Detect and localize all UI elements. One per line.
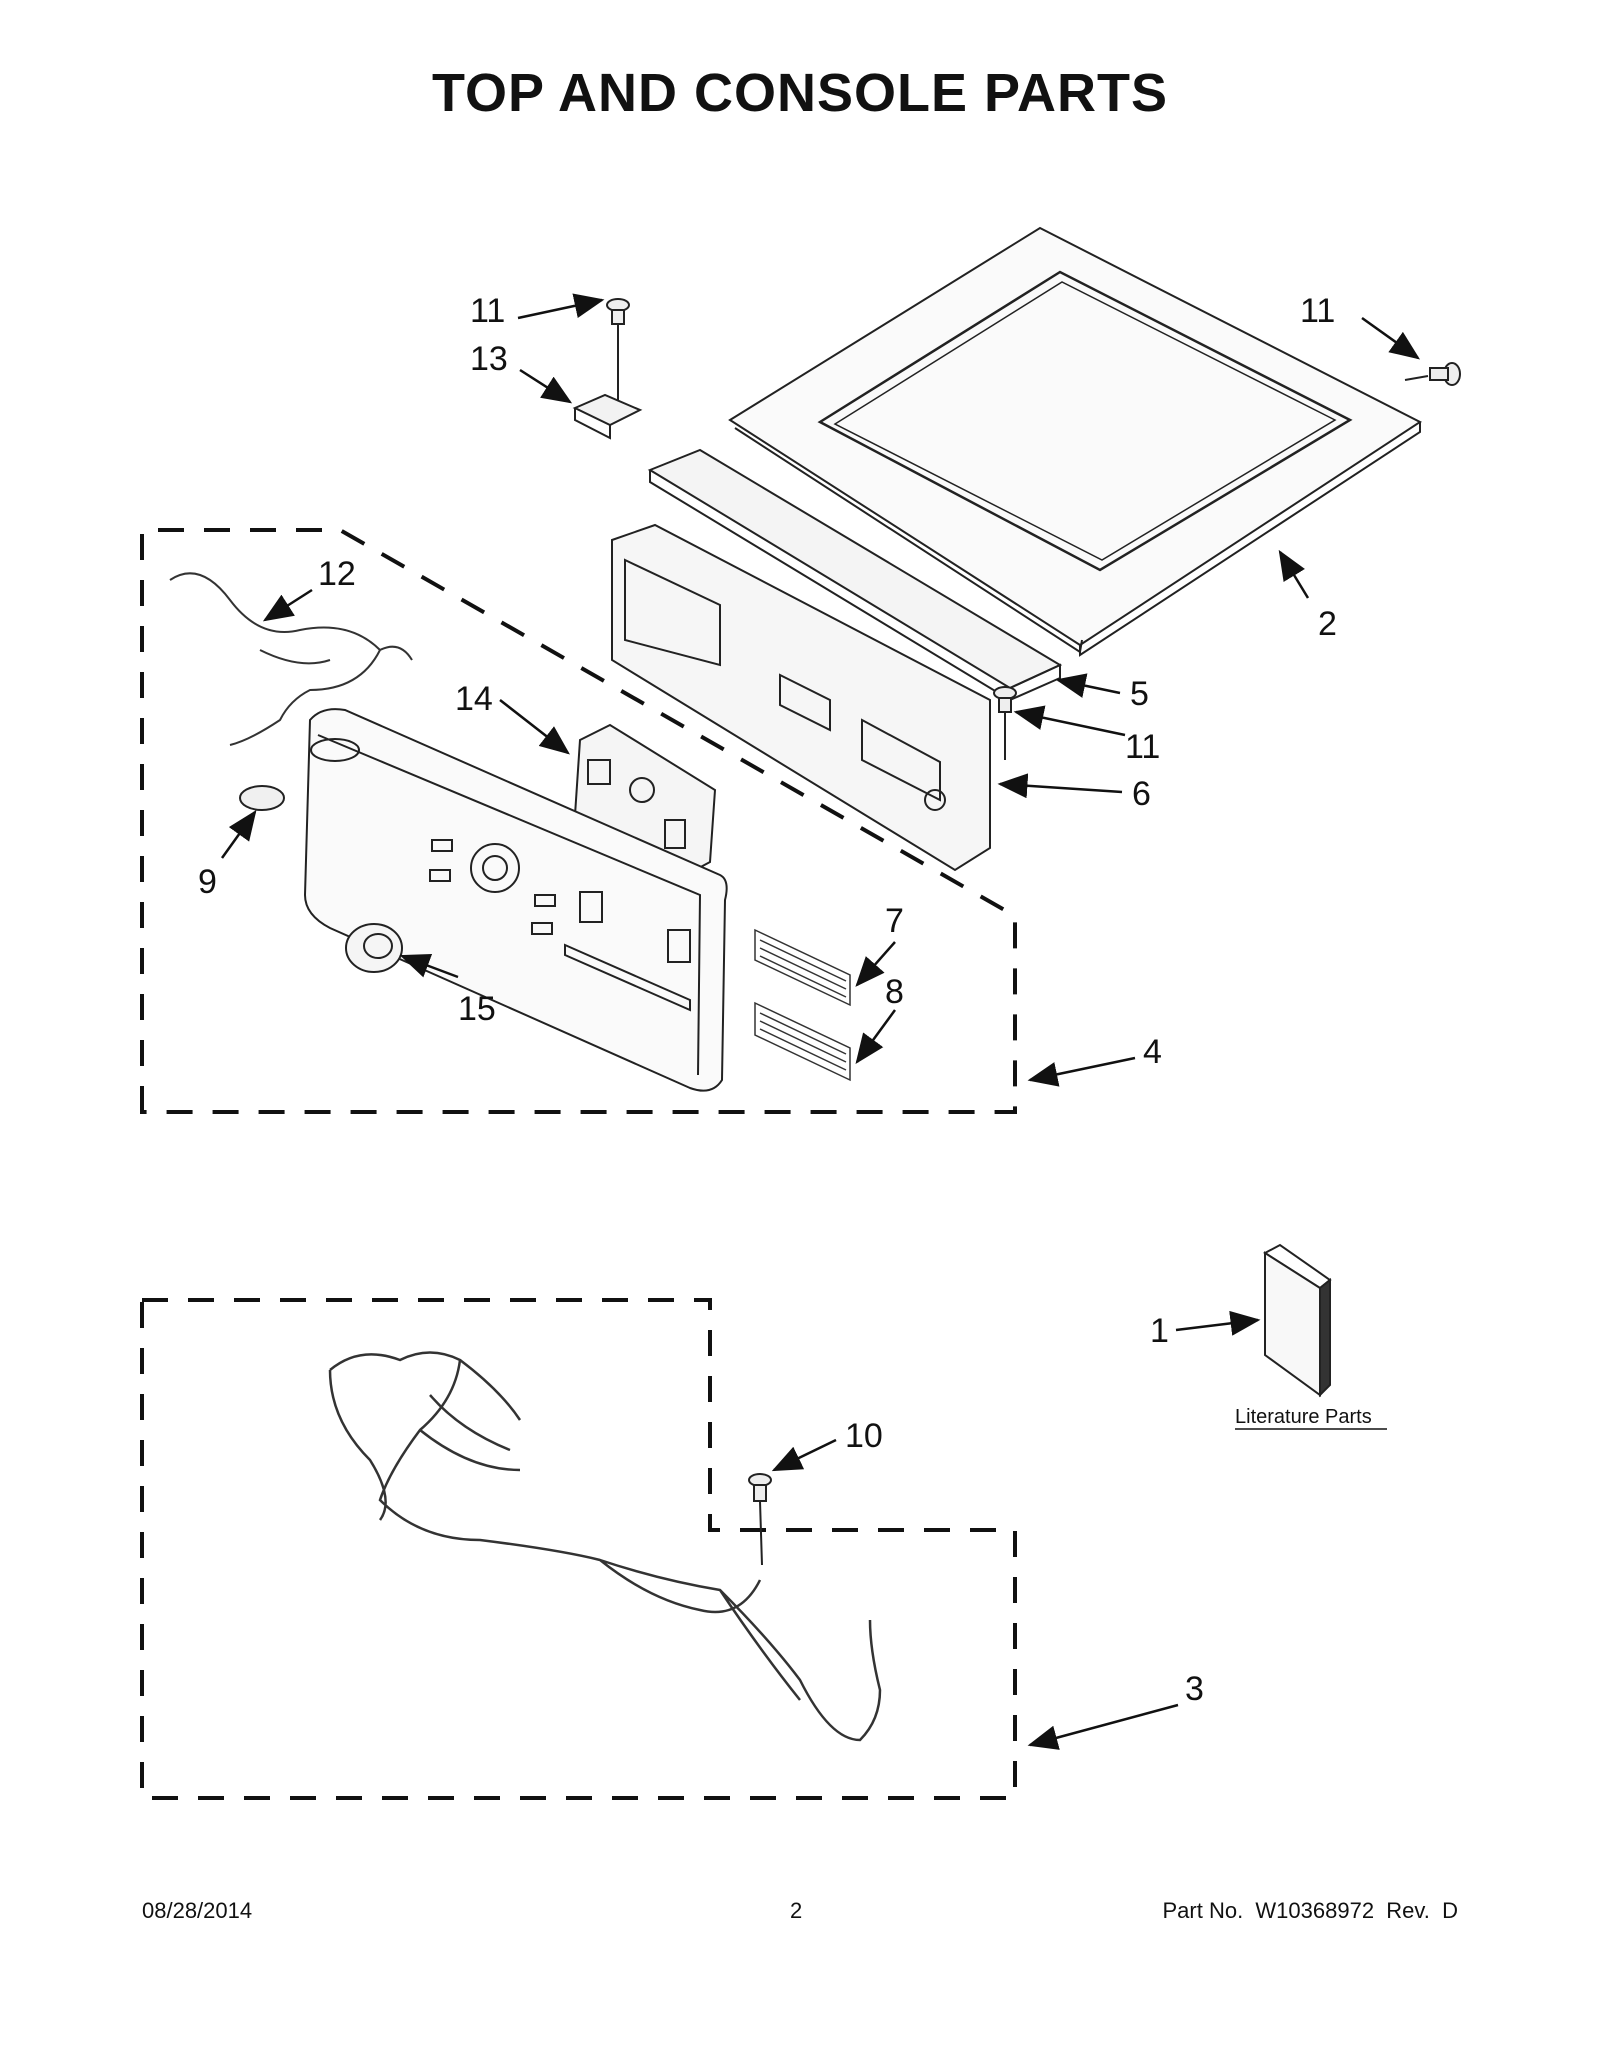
- screw-11-middle: [993, 686, 1017, 760]
- callout-12: 12: [318, 555, 356, 593]
- callout-7: 7: [885, 902, 904, 940]
- ribbon-cable-7: [754, 928, 851, 1007]
- screw-10: [748, 1473, 772, 1566]
- wire-harness-dashed-box: [140, 1298, 1017, 1800]
- console-assembly-dashed-box: [140, 528, 1017, 1114]
- callout-4: 4: [1143, 1033, 1162, 1071]
- footer-part-number: Part No. W10368972 Rev. D: [1162, 1898, 1458, 1923]
- callout-9: 9: [198, 863, 217, 901]
- footer-date: 08/28/2014: [142, 1898, 253, 1923]
- badge-part: [239, 785, 285, 811]
- clip-part: [572, 393, 643, 440]
- callout-11-top-right: 11: [1300, 292, 1335, 330]
- ribbon-cable-8: [754, 1001, 851, 1082]
- page-title: TOP AND CONSOLE PARTS: [431, 63, 1169, 123]
- leader-arrows: [220, 293, 1421, 1750]
- callout-6: 6: [1132, 775, 1151, 813]
- screw-11-top-right: [1404, 362, 1461, 386]
- top-panel-part: [728, 226, 1422, 657]
- literature-part: [1263, 1243, 1332, 1398]
- callout-14: 14: [455, 680, 493, 718]
- callout-10: 10: [845, 1417, 883, 1455]
- literature-parts-label: Literature Parts: [1235, 1406, 1372, 1428]
- callout-11-top-left: 11: [470, 292, 505, 330]
- callout-13: 13: [470, 340, 508, 378]
- main-wire-harness-part: [328, 1351, 882, 1742]
- callout-3: 3: [1185, 1670, 1204, 1708]
- console-harness-part: [169, 572, 413, 746]
- callout-5: 5: [1130, 675, 1149, 713]
- screw-11-top-left: [606, 298, 630, 400]
- console-front-panel-part: [303, 708, 728, 1092]
- footer-page-number: 2: [790, 1898, 803, 1923]
- callout-2: 2: [1318, 605, 1337, 643]
- callout-8: 8: [885, 973, 904, 1011]
- knob-part: [345, 923, 403, 973]
- callout-15: 15: [458, 990, 496, 1028]
- callout-11-middle: 11: [1125, 728, 1160, 766]
- rear-console-panel-part: [611, 523, 991, 872]
- callout-1: 1: [1150, 1312, 1169, 1350]
